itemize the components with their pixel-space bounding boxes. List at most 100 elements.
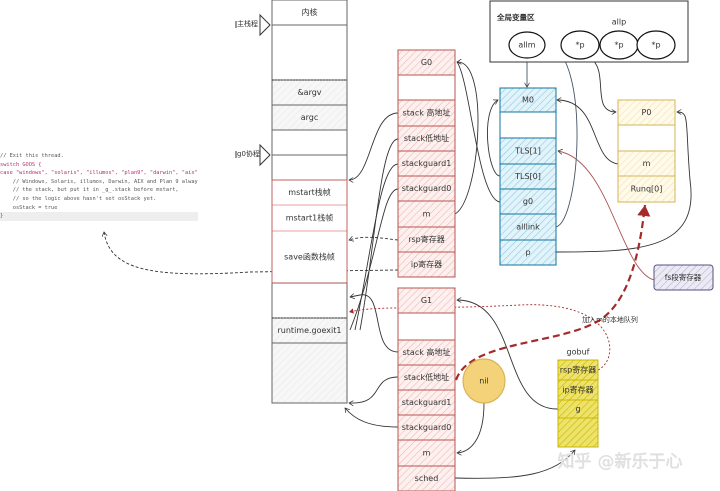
allm-label: allm xyxy=(518,41,535,50)
thread-stack-cell-label: save函数栈帧 xyxy=(284,252,335,262)
thread-stack-cell xyxy=(271,342,348,404)
g1-struct-cell-label: m xyxy=(423,449,431,458)
m0-struct-cell xyxy=(499,213,557,241)
allp-item-label: *p xyxy=(575,41,584,50)
p0-struct-cell xyxy=(617,99,676,126)
g1-struct: G1 stack 高地址 stack低地址 stackguard1 stackguard… xyxy=(397,287,456,491)
p0-struct-cell-label: P0 xyxy=(642,108,652,117)
arrow-gobuf-rsp-dotted xyxy=(348,304,611,371)
m0-struct-cell-label: alllink xyxy=(516,223,540,232)
arrow-g1-stacklo xyxy=(349,376,399,403)
g0-struct-cell-label: G0 xyxy=(421,58,432,67)
gobuf-struct-cell-label: rsp寄存器 xyxy=(560,365,597,375)
main-thread-marker-label: 主栈程 xyxy=(237,19,258,28)
g0-struct-cell-label: stackguard0 xyxy=(402,184,452,193)
g1-struct-cell xyxy=(397,414,456,441)
arrow-rsp-dashed xyxy=(349,237,399,240)
watermark: 知乎 @新乐于心 xyxy=(557,451,683,472)
arrow-sched-to-gobuf xyxy=(454,450,575,479)
thread-stack-cell-label: runtime.goexit1 xyxy=(278,326,342,335)
code-line: case "windows", "solaris", "illumos", "p… xyxy=(0,170,198,177)
allp-item-label: *p xyxy=(651,41,660,50)
p0-struct-cell xyxy=(617,175,676,203)
thread-stack-cell xyxy=(271,282,348,319)
connector-arrows xyxy=(104,45,692,479)
arrow-g1-stackguard0 xyxy=(345,408,399,428)
allp-label: allp xyxy=(612,18,626,27)
g1-struct-cell xyxy=(397,364,456,391)
thread-stack-cell xyxy=(271,129,348,156)
g1-struct-cell xyxy=(397,465,456,491)
code-line: // so the logic above hasn't set osStack… xyxy=(0,195,157,202)
g0-struct-cell-label: rsp寄存器 xyxy=(408,234,445,244)
arrow-g0-stacklo xyxy=(359,138,399,331)
thread-stack-cell xyxy=(271,0,348,26)
thread-stack-cell xyxy=(271,179,348,206)
g0-marker: g0协程 xyxy=(235,143,271,167)
g0-stack-region xyxy=(271,179,348,284)
g1-struct-cell-label: G1 xyxy=(421,296,432,305)
g1-struct-cell-label: stack 高地址 xyxy=(403,347,451,357)
g1-struct-cell-label: sched xyxy=(415,474,439,483)
thread-stack-cell xyxy=(271,24,348,81)
arrow-p0m-to-m0 xyxy=(557,100,619,165)
arrow-add-to-runq xyxy=(454,204,651,381)
gobuf-struct-cell xyxy=(557,417,599,448)
arrow-g0-stackguard0 xyxy=(349,188,399,331)
code-line: switch GOOS { xyxy=(0,161,42,168)
code-snippet: // Exit this thread. switch GOOS { case "w… xyxy=(0,152,198,228)
thread-stack-cell-label: &argv xyxy=(297,88,321,97)
g0-struct-cell xyxy=(397,49,456,76)
g1-struct-cell-label: stackguard1 xyxy=(402,398,452,407)
g0-struct-cell xyxy=(397,175,456,202)
thread-stack-cell-label: mstart1栈帧 xyxy=(286,213,334,223)
p0-struct-cell xyxy=(617,124,676,152)
arrow-g0-m-to-m0 xyxy=(454,62,479,215)
g0-struct-cell xyxy=(397,99,456,127)
nil-label: nil xyxy=(479,377,489,386)
g1-struct-cell-label: stackguard0 xyxy=(402,423,452,432)
p0-struct-cell-label: Runq[0] xyxy=(631,185,663,194)
global-area-title: 全局变量区 xyxy=(496,12,535,22)
gobuf-label: gobuf xyxy=(567,348,590,357)
m0-struct-cell-label: p xyxy=(525,248,530,257)
p0-struct-cell-label: m xyxy=(643,159,651,168)
g1-struct-cell xyxy=(397,339,456,366)
g1-struct-cell xyxy=(397,439,456,467)
g0-struct-cell-label: ip寄存器 xyxy=(411,259,442,269)
arrow-m0p-to-p0 xyxy=(555,112,692,253)
arrow-g0-stackguard1 xyxy=(354,163,399,331)
allp-item xyxy=(636,30,676,60)
code-line: // Exit this thread. xyxy=(0,153,64,159)
p0-struct-cell xyxy=(617,150,676,177)
g1-struct-cell xyxy=(397,287,456,314)
arrow-allp-to-p0 xyxy=(589,57,616,112)
thread-stack-cell-label: mstart栈帧 xyxy=(288,187,330,197)
queue-annotation: 加入m的本地队列 xyxy=(582,315,638,324)
thread-stack: 内核&argvargcmstart栈帧mstart1栈帧save函数栈帧runt… xyxy=(271,0,348,404)
code-line: // the stack, but put it in _g_.stack be… xyxy=(0,187,179,194)
arrow-g0-stackhi-to-stack xyxy=(349,112,399,180)
thread-stack-cell xyxy=(271,154,348,181)
g1-struct-cell-label: stack低地址 xyxy=(404,372,449,382)
thread-stack-cell xyxy=(271,104,348,131)
g0-struct-cell-label: stackguard1 xyxy=(402,159,452,168)
arrow-fs-to-tls1 xyxy=(558,151,655,281)
m0-struct-cell xyxy=(499,111,557,139)
g1-struct-cell xyxy=(397,312,456,341)
m0-struct-cell-label: TLS[0] xyxy=(514,172,541,181)
fs-register-label: fs段寄存器 xyxy=(665,272,702,282)
m0-struct-cell-label: TLS[1] xyxy=(514,147,541,156)
arrow-ip-dashed xyxy=(104,232,399,275)
m0-struct-cell xyxy=(499,188,557,215)
g0-struct-cell xyxy=(397,226,456,253)
g0-struct-cell-label: stack 高地址 xyxy=(403,108,451,118)
code-line: } xyxy=(0,212,198,221)
fs-register: fs段寄存器 xyxy=(653,264,714,291)
thread-stack-cell-label: 内核 xyxy=(302,7,318,17)
